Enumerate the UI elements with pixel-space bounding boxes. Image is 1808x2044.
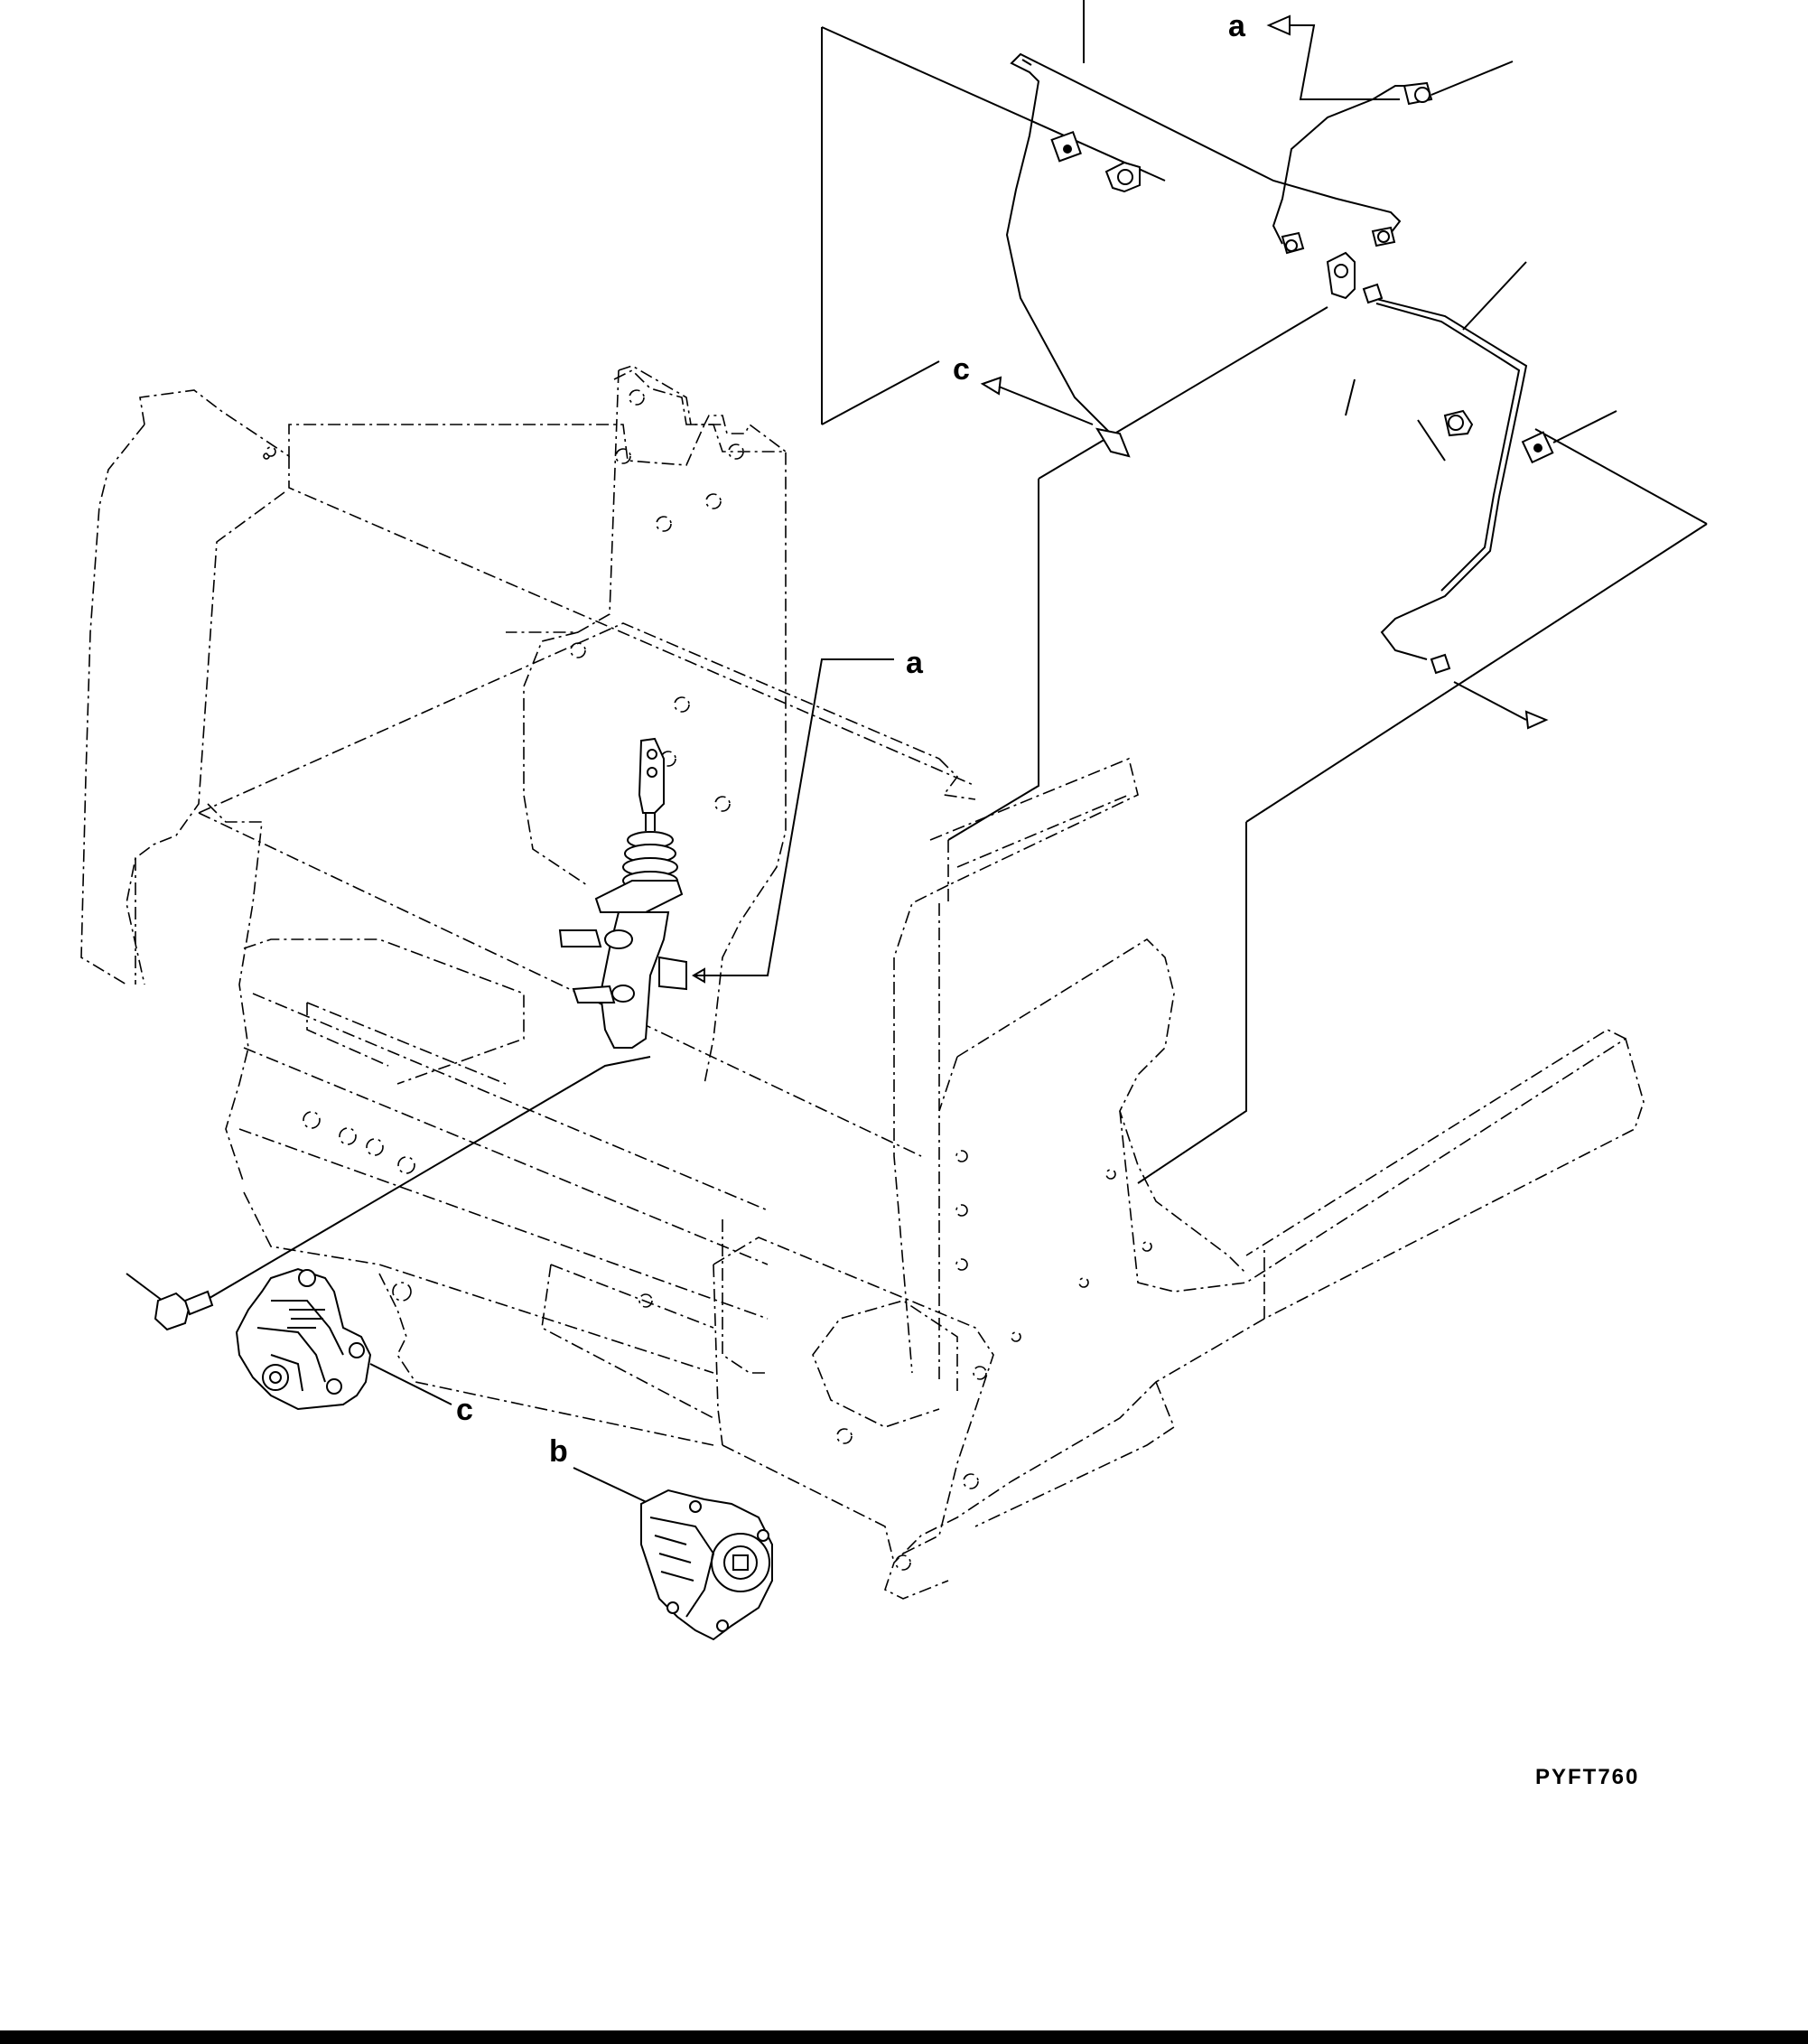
master-cylinder xyxy=(558,737,687,1049)
fittings-top xyxy=(1050,81,1554,675)
frame-structure xyxy=(80,365,1645,1600)
bolt-lower-left xyxy=(154,1290,214,1331)
label-a-top: a xyxy=(1228,9,1246,43)
footer-bar xyxy=(0,2030,1808,2044)
callout-labels: a c a c b PYFT760 xyxy=(456,9,1639,1789)
drawing-code: PYFT760 xyxy=(1535,1765,1639,1789)
label-c-top: c xyxy=(953,352,970,387)
label-c-bottom: c xyxy=(456,1393,473,1427)
label-b-bottom: b xyxy=(549,1434,568,1469)
brake-unit xyxy=(640,1489,773,1641)
routing-lines xyxy=(126,0,1708,1505)
label-a-mid: a xyxy=(906,646,924,680)
seat-back-panel xyxy=(570,369,787,812)
brake-caliper xyxy=(235,1267,372,1411)
